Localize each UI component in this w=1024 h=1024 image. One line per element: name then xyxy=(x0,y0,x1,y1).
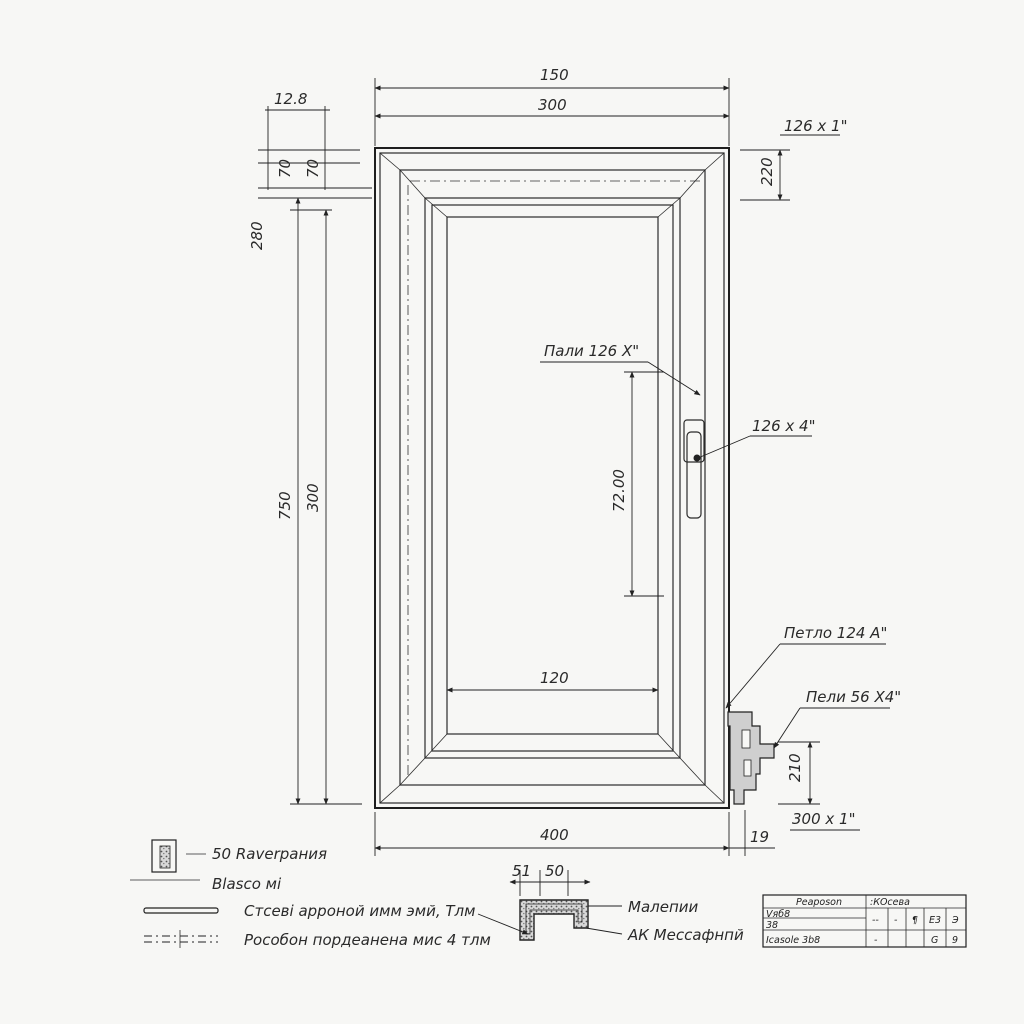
dim-bottom-19: 19 xyxy=(750,828,769,846)
dim-left-small: 12.8 xyxy=(274,90,307,108)
profile-section-detail-icon xyxy=(477,870,623,941)
legend-item-3: Стсеві арроной имм эмй, Тлм xyxy=(244,902,475,920)
handle-spec-label: 126 x 4" xyxy=(752,417,816,435)
profile-callouts xyxy=(725,643,890,831)
legend: 50 Raverpания Blasco мі Стсеві арроной и… xyxy=(130,839,491,949)
title-block xyxy=(762,894,967,948)
legend-solid-line-icon xyxy=(143,907,219,914)
dim-left-b: 70 xyxy=(304,159,322,178)
tb-r2-c4: E3 xyxy=(929,915,941,926)
tb-row1-col2: :КОсева xyxy=(870,897,910,908)
legend-item-1: 50 Raverpания xyxy=(212,845,327,863)
tb-row4-col1: Icasole 3b8 xyxy=(766,935,820,946)
legend-item-2: Blasco мі xyxy=(212,875,282,893)
profile-label-1: Малепии xyxy=(628,898,699,916)
window-handle-icon xyxy=(683,419,705,519)
dim-right-top-220: 220 xyxy=(758,157,776,186)
dim-inner-width: 120 xyxy=(540,669,569,687)
dim-handle-height: 72.00 xyxy=(610,469,628,512)
tb-row2-col1: Vяб8 xyxy=(766,909,790,920)
profile-section-icon xyxy=(727,711,775,805)
legend-profile-icon xyxy=(130,839,200,881)
left-dimensions xyxy=(258,106,372,805)
tb-r2-c2: - xyxy=(894,915,898,926)
window-frame xyxy=(374,147,730,809)
dim-left-a: 70 xyxy=(276,159,294,178)
tb-r2-c3: ¶ xyxy=(912,915,918,926)
handle-callouts xyxy=(540,361,812,597)
tb-r4-c5: 9 xyxy=(952,935,958,946)
profile-leader-1: Петло 124 A" xyxy=(784,624,887,642)
dim-left-750: 750 xyxy=(276,491,294,520)
dim-top-outer: 150 xyxy=(540,66,569,84)
profile-label-2: АК Мессафнпй xyxy=(627,926,744,944)
dim-bottom-width: 400 xyxy=(540,826,569,844)
dim-right-top-label: 126 x 1" xyxy=(784,117,848,135)
tb-row1-col1: Реароson xyxy=(796,897,842,908)
window-sash xyxy=(399,169,706,786)
tb-r4-c4: G xyxy=(931,935,938,946)
tb-r4-c1: - xyxy=(874,935,878,946)
right-top-dimensions xyxy=(740,134,840,201)
dim-right-bottom-210: 210 xyxy=(786,753,804,782)
profile-dim-b: 50 xyxy=(545,862,564,880)
dim-right-bottom-label: 300 x 1" xyxy=(792,810,856,828)
bottom-dimensions xyxy=(374,810,775,856)
dim-left-280: 280 xyxy=(248,221,266,250)
handle-leader-label: Пали 126 X" xyxy=(544,342,639,360)
dim-top-inner: 300 xyxy=(538,96,567,114)
tb-r2-c1: -- xyxy=(872,915,879,926)
legend-dashed-line-icon xyxy=(144,930,218,948)
dim-left-300: 300 xyxy=(304,483,322,512)
tb-row3-col1: 38 xyxy=(766,920,778,931)
tb-r2-c5: Э xyxy=(951,915,959,926)
top-dimensions xyxy=(374,78,730,146)
legend-item-4: Рособон пордеанена мис 4 тлм xyxy=(244,931,491,949)
profile-dim-a: 51 xyxy=(512,862,531,880)
profile-leader-2: Пели 56 X4" xyxy=(806,688,901,706)
